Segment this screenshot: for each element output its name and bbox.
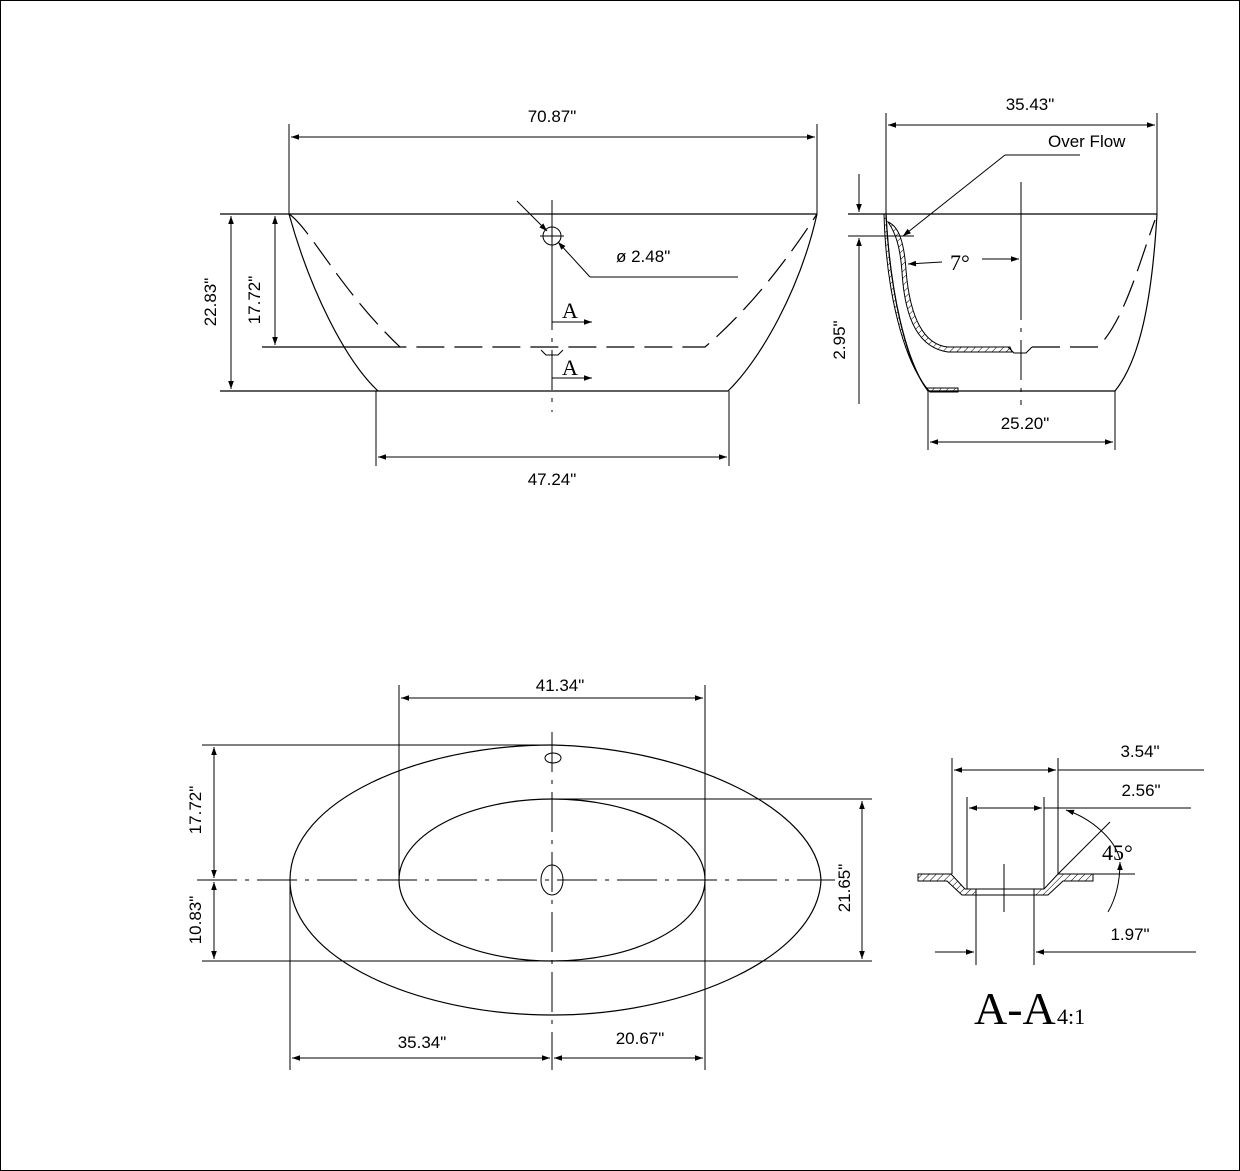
top-view: 41.34" 17.72" 10.83" 21.65" 35.34" 20.67… [186,676,872,1070]
overflow-offset-label: 2.95" [830,320,849,359]
front-view: A A 70.87" 47.24" ø 2.48" 22.83" 17.72" [201,107,818,489]
section-hole-diameter-label: 1.97" [1110,925,1149,944]
front-length-label: 70.87" [528,107,577,126]
top-lower-width-label: 10.83" [186,896,205,945]
drain-diameter-label: ø 2.48" [616,247,670,266]
side-width-label: 35.43" [1006,95,1055,114]
front-height-label: 22.83" [201,278,220,327]
side-angle-label: 7° [950,250,970,275]
front-base-length-label: 47.24" [528,470,577,489]
top-left-length-label: 35.34" [398,1033,447,1052]
section-title: A-A [974,983,1056,1034]
top-upper-width-label: 17.72" [186,786,205,835]
section-mid-diameter-label: 2.56" [1121,781,1160,800]
side-view: 35.43" Over Flow 7° 25.20" 2.95" [830,95,1158,450]
top-inner-width-label: 21.65" [835,864,854,913]
section-angle-label: 45° [1102,840,1133,865]
overflow-label: Over Flow [1048,132,1126,151]
section-outer-diameter-label: 3.54" [1120,742,1159,761]
section-a-a: 3.54" 2.56" 45° 1.97" A-A 4:1 [917,742,1204,1034]
section-marker-top: A [562,298,578,323]
top-right-length-label: 20.67" [616,1029,665,1048]
section-scale: 4:1 [1057,1004,1085,1029]
section-marker-bottom: A [562,355,578,380]
side-base-width-label: 25.20" [1001,414,1050,433]
front-inner-depth-label: 17.72" [245,276,264,325]
top-inner-length-label: 41.34" [536,676,585,695]
